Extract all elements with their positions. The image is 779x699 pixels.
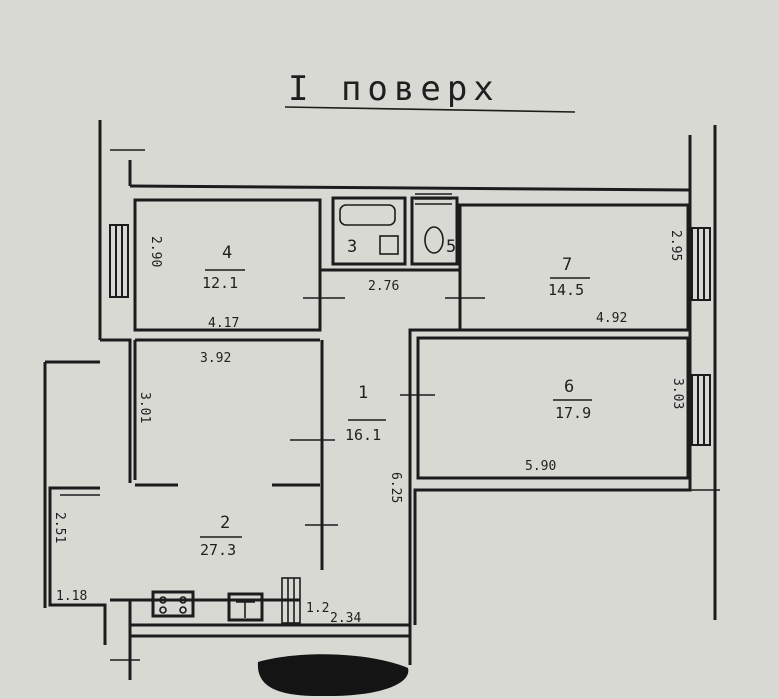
vent-icon (415, 193, 452, 205)
room-2-area: 27.3 (200, 541, 236, 559)
dim-2-76: 2.76 (368, 279, 399, 294)
dim-4-17: 4.17 (208, 316, 239, 331)
redaction-mark (257, 654, 409, 697)
room-4-number: 4 (222, 243, 232, 263)
room-4-area: 12.1 (202, 274, 238, 292)
toilet-icon (424, 226, 444, 254)
stove-icon (151, 590, 195, 618)
room-6-number: 6 (564, 377, 574, 397)
stair-icon (281, 577, 301, 624)
dim-2-51: 2.51 (52, 512, 67, 543)
title-underline (284, 106, 576, 113)
room-5-outline (410, 196, 459, 266)
sink-icon (379, 235, 399, 255)
outer-walls (43, 120, 717, 680)
room-5-number: 5 (446, 237, 456, 257)
room-4-outline (133, 198, 322, 332)
dim-1-18: 1.18 (56, 589, 87, 604)
dim-1-2: 1.2 (306, 601, 329, 616)
dim-2-90: 2.90 (148, 236, 163, 267)
door-marks (60, 149, 720, 661)
dim-2-34: 2.34 (330, 611, 361, 626)
room-3-outline (331, 196, 407, 266)
window-room-4 (109, 224, 129, 298)
room-7-outline (458, 203, 690, 332)
room-6-area: 17.9 (555, 404, 591, 422)
sink-kitchen-icon (227, 592, 264, 622)
dim-4-92: 4.92 (596, 311, 627, 326)
room-6-outline (416, 336, 690, 480)
dim-6-25: 6.25 (388, 472, 403, 503)
room-7-number: 7 (562, 255, 572, 275)
room-1-area: 16.1 (345, 426, 381, 444)
bathtub-icon (339, 204, 396, 226)
window-room-7 (691, 227, 711, 301)
dim-3-92: 3.92 (200, 351, 231, 366)
room-7-area: 14.5 (548, 281, 584, 299)
dim-2-95: 2.95 (668, 230, 683, 261)
room-2-number: 2 (220, 513, 230, 533)
room-1-number: 1 (358, 383, 368, 403)
dim-5-90: 5.90 (525, 459, 556, 474)
plan-title: I поверх (288, 69, 500, 109)
dim-3-01: 3.01 (137, 392, 152, 423)
corridor-right-wall (320, 268, 462, 625)
room-3-number: 3 (347, 237, 357, 257)
dim-3-03: 3.03 (670, 378, 685, 409)
window-room-6 (691, 374, 711, 446)
